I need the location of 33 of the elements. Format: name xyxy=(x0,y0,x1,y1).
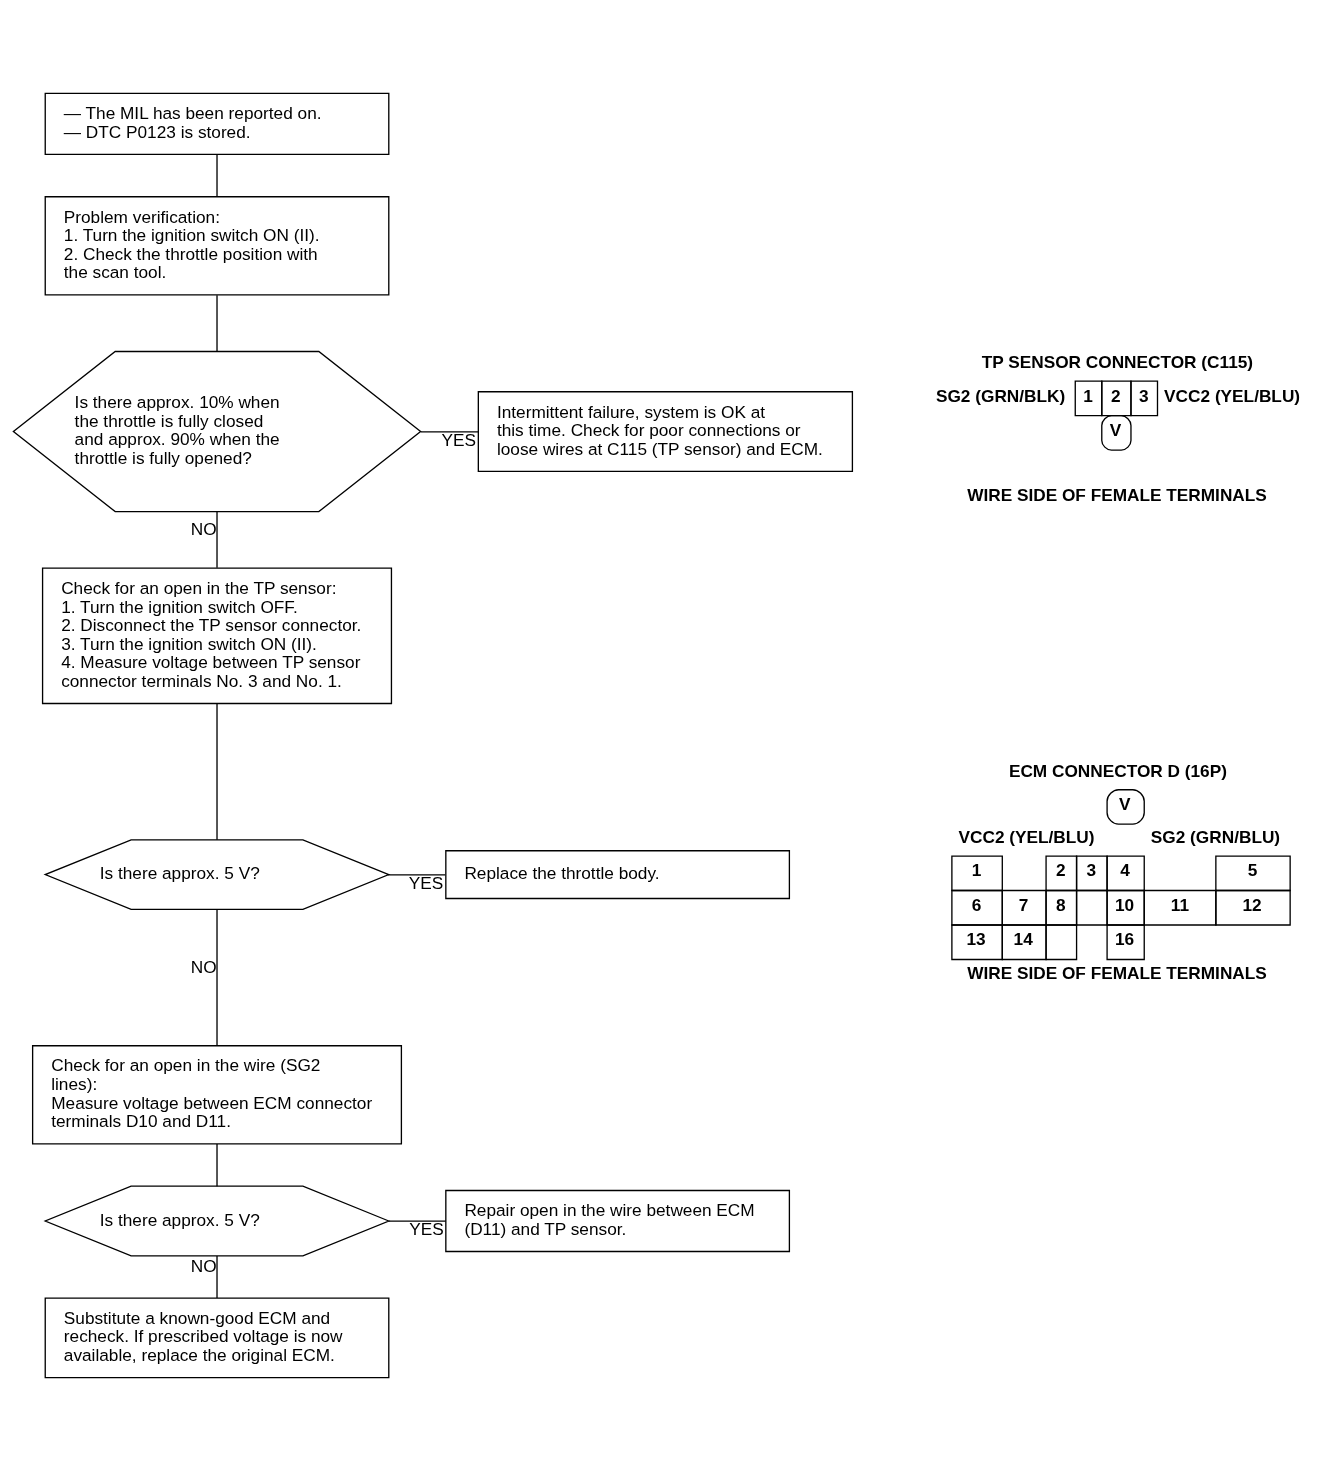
label: 6 xyxy=(971,894,982,915)
label: V xyxy=(1119,793,1131,814)
edge-label: YES xyxy=(441,429,477,450)
label: 8 xyxy=(1056,894,1066,915)
label: WIRE SIDE OF FEMALE TERMINALS xyxy=(967,484,1267,505)
edge-label: NO xyxy=(190,518,217,539)
label: VCC2 (YEL/BLU) xyxy=(958,826,1095,847)
label: 13 xyxy=(966,928,986,949)
label: 5 xyxy=(1247,859,1258,880)
label: 2 xyxy=(1056,859,1066,880)
label: SG2 (GRN/BLK) xyxy=(935,385,1066,406)
label: 1 xyxy=(1083,385,1093,406)
label: 11 xyxy=(1170,894,1189,915)
label: 7 xyxy=(1018,894,1029,915)
label: ECM CONNECTOR D (16P) xyxy=(1008,760,1227,781)
edge-label: YES xyxy=(408,872,444,893)
label: 4 xyxy=(1120,859,1130,880)
label: VCC2 (YEL/BLU) xyxy=(1164,385,1301,406)
edge-label: NO xyxy=(190,956,217,977)
label: 2 xyxy=(1111,385,1121,406)
label: 3 xyxy=(1138,385,1149,406)
label: 10 xyxy=(1115,894,1135,915)
label: 3 xyxy=(1086,859,1097,880)
edge-label: YES xyxy=(409,1218,444,1239)
label: 12 xyxy=(1242,894,1262,915)
label: 16 xyxy=(1115,928,1135,949)
label: 1 xyxy=(971,859,982,880)
label: WIRE SIDE OF FEMALE TERMINALS xyxy=(967,962,1267,983)
label: SG2 (GRN/BLU) xyxy=(1150,826,1281,847)
label: 14 xyxy=(1013,928,1033,949)
edge-label: NO xyxy=(190,1255,217,1276)
label: TP SENSOR CONNECTOR (C115) xyxy=(981,351,1254,372)
label: V xyxy=(1109,419,1122,440)
